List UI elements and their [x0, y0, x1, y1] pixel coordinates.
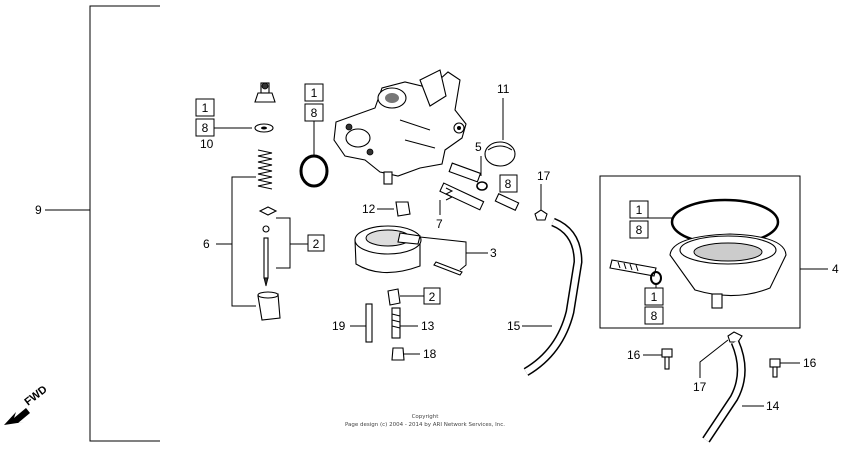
box-ref-1d-label: 1 — [651, 290, 658, 304]
needle-clip[interactable] — [258, 206, 278, 233]
box-ref-2a-label: 2 — [313, 237, 320, 251]
box-ref-1a — [195, 98, 215, 117]
callout-19: 19 — [332, 319, 346, 333]
box-ref-2a — [307, 234, 325, 252]
carburetor-body[interactable] — [333, 69, 467, 185]
hose-clip-17a[interactable] — [534, 209, 548, 221]
box-ref-8a-label: 8 — [202, 121, 209, 135]
callout-3: 3 — [490, 246, 497, 260]
callout-6: 6 — [203, 237, 210, 251]
box-ref-1b — [304, 83, 324, 102]
jet-needle[interactable] — [263, 237, 269, 287]
callout-18: 18 — [423, 347, 437, 361]
callout-13: 13 — [421, 319, 435, 333]
float-3[interactable] — [354, 225, 422, 274]
callout-11: 11 — [497, 82, 510, 96]
main-jet-13[interactable] — [391, 307, 401, 339]
box-ref-8b-label: 8 — [311, 106, 318, 120]
callout-14: 14 — [766, 399, 780, 413]
box-ref-8e-label: 8 — [651, 309, 658, 323]
callout-16b: 16 — [803, 356, 817, 370]
spring[interactable] — [257, 149, 273, 190]
float-chamber-4[interactable] — [669, 233, 787, 309]
float-chamber-group — [599, 175, 801, 329]
callout-16a: 16 — [627, 348, 641, 362]
callout-9: 9 — [35, 203, 42, 217]
callout-4: 4 — [832, 262, 839, 276]
bolt-16b[interactable] — [769, 358, 781, 378]
box-ref-8d — [629, 220, 649, 239]
box-ref-8e — [644, 306, 664, 325]
float-valve[interactable] — [387, 288, 401, 306]
bolt-16a[interactable] — [661, 348, 673, 370]
o-ring[interactable] — [299, 154, 329, 188]
jet-18[interactable] — [391, 347, 405, 361]
callout-12: 12 — [362, 202, 376, 216]
box-ref-2b — [423, 287, 441, 305]
hose-clip-17b[interactable] — [727, 331, 743, 343]
fitting-12[interactable] — [395, 201, 411, 217]
box-ref-1a-label: 1 — [202, 101, 209, 115]
idle-screw-5[interactable] — [448, 162, 488, 191]
copyright-line1: Copyright — [412, 414, 440, 420]
choke-knob[interactable] — [254, 82, 276, 103]
float-pin[interactable] — [433, 261, 463, 276]
box-ref-8d-label: 8 — [636, 223, 643, 237]
box-ref-1c-label: 1 — [636, 203, 643, 217]
box-ref-1b-label: 1 — [311, 86, 318, 100]
box-ref-2b-label: 2 — [429, 290, 436, 304]
box-ref-8c — [499, 174, 518, 193]
pilot-screw-7[interactable] — [439, 182, 520, 212]
screw-19[interactable] — [365, 303, 373, 343]
assembly-bracket-9 — [45, 5, 160, 442]
fwd-label: FWD — [22, 383, 49, 408]
copyright-line2: Page design (c) 2004 - 2014 by ARI Netwo… — [345, 422, 505, 428]
throttle-valve[interactable] — [257, 291, 281, 321]
drain-screw[interactable] — [609, 259, 657, 277]
callout-15: 15 — [507, 319, 521, 333]
callout-7: 7 — [436, 217, 443, 231]
bracket-6 — [216, 176, 256, 307]
callout-17b: 17 — [693, 380, 707, 394]
callout-10: 10 — [200, 137, 214, 151]
box-ref-8c-label: 8 — [505, 177, 512, 191]
callout-17a: 17 — [537, 169, 551, 183]
callout-5: 5 — [475, 140, 482, 154]
forward-arrow-icon — [4, 408, 30, 425]
box-ref-1c — [629, 200, 649, 219]
box-ref-1d — [644, 287, 664, 306]
